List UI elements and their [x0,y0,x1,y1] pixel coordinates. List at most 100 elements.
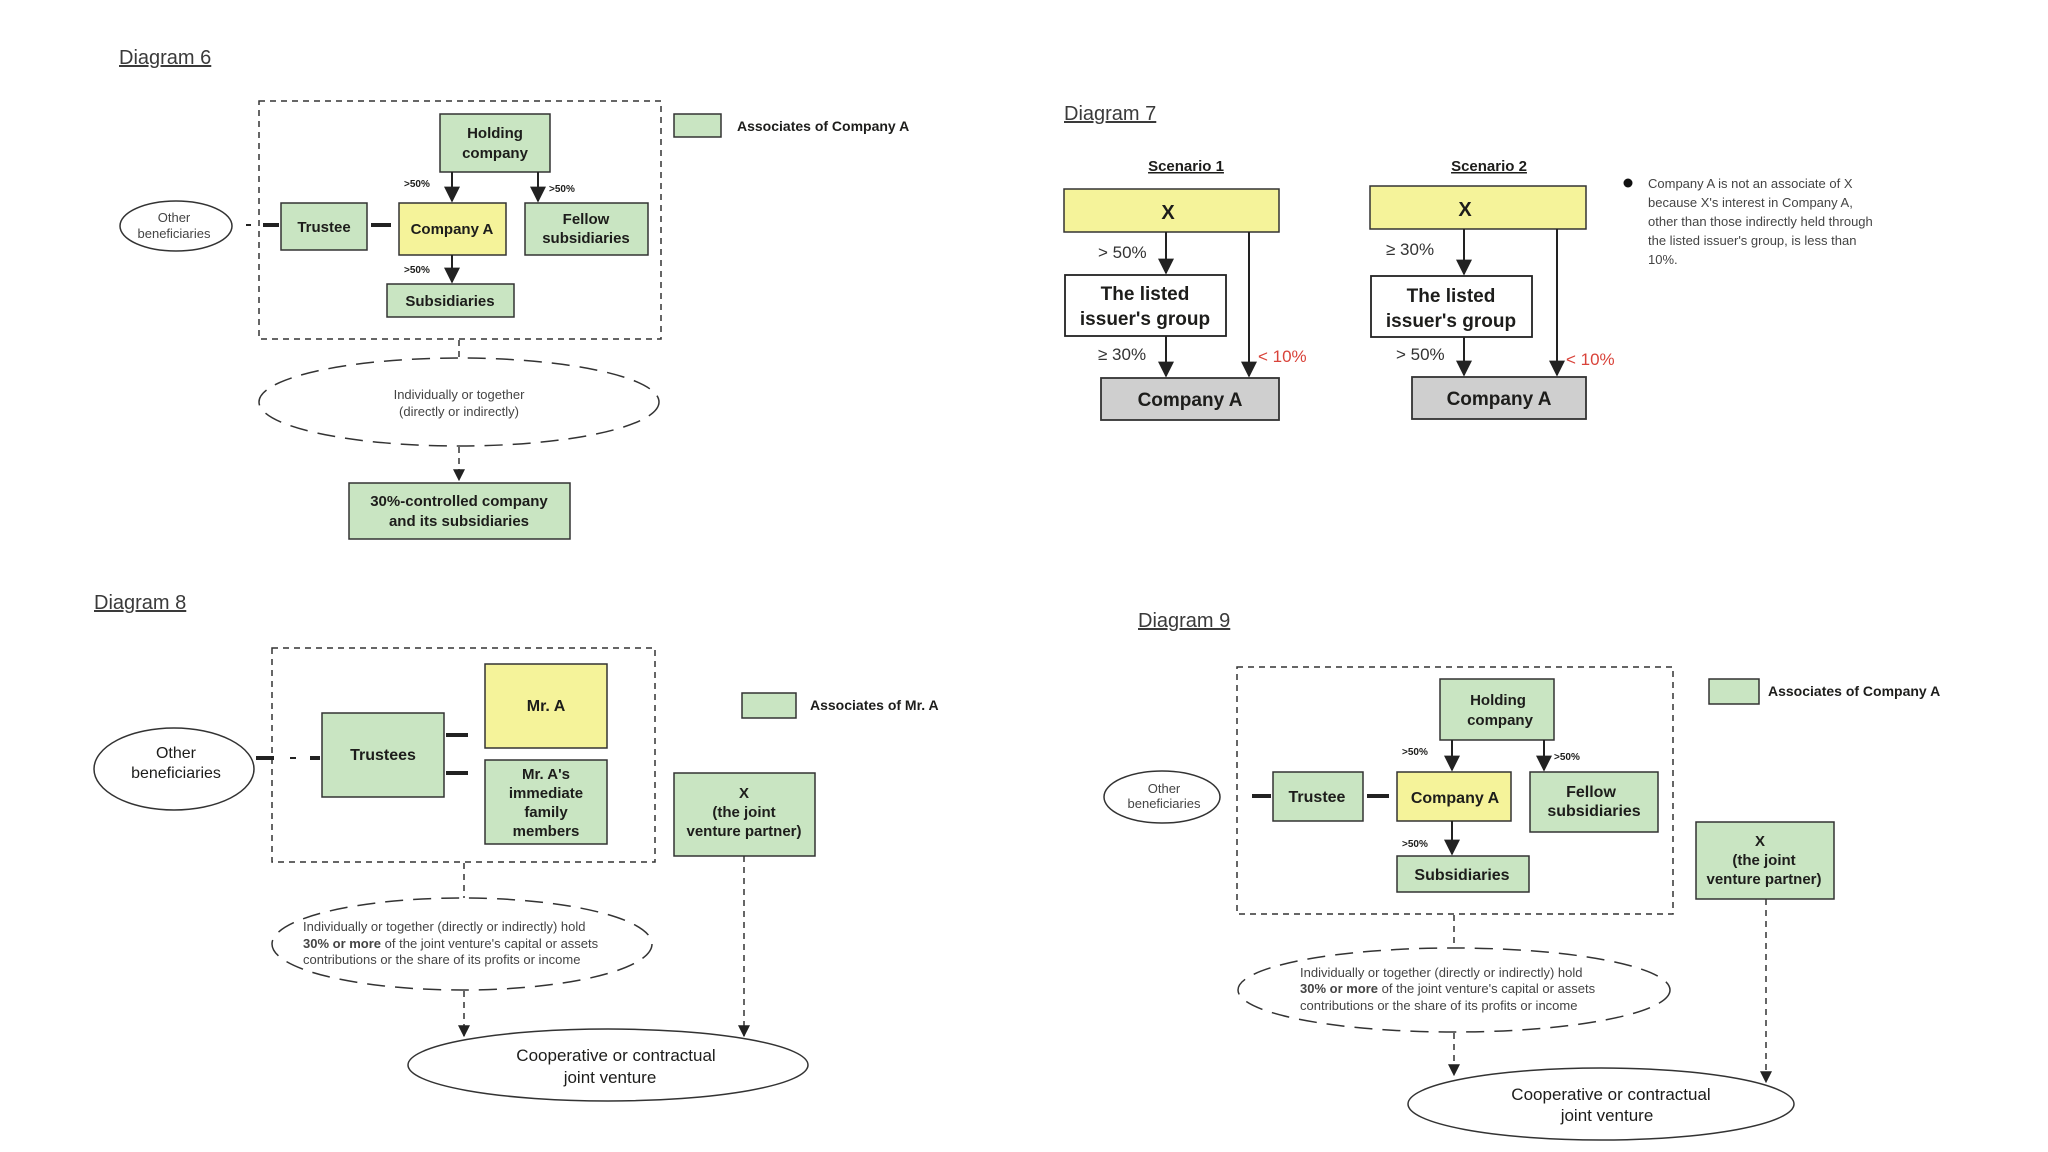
legend-swatch [741,692,797,719]
scenario-2-label: Scenario 2 [1451,158,1527,175]
controlled-label-2: and its subsidiaries [389,513,529,530]
holding-ellipse-rest: of the joint venture's capital or assets [1378,981,1596,996]
other-beneficiaries-label-1: Other [158,210,191,225]
diagram-8-title: Diagram 8 [94,592,186,614]
fellow-subsidiaries-label-2: subsidiaries [542,230,630,247]
scenario-2-group-label-1: The listed [1407,286,1496,307]
fellow-subsidiaries-box [1529,771,1659,833]
note-line-1: Company A is not an associate of X [1648,176,1853,191]
other-beneficiaries-ellipse [93,727,255,811]
family-label-2: immediate [509,785,583,802]
jv-ellipse [1407,1067,1795,1141]
holding-ellipse [271,897,653,991]
scenario-2-x-label: X [1458,199,1472,221]
x-partner-label-1: X [739,785,749,802]
other-beneficiaries-label-1: Other [156,745,197,762]
scenario-1-company-label: Company A [1138,390,1243,411]
x-partner-box [1695,821,1835,900]
note-line-4: the listed issuer's group, is less than [1648,233,1856,248]
fellow-subsidiaries-label-1: Fellow [1566,784,1616,801]
scenario-2-x-box [1369,185,1587,230]
pct-a-to-subs: >50% [404,265,430,276]
scenario-2-pct-bottom: > 50% [1396,345,1445,364]
legend-label: Associates of Mr. A [810,697,939,713]
diagram-7-title: Diagram 7 [1064,103,1156,125]
x-partner-label-2: (the joint [1732,852,1795,869]
scenario-1-pct-direct: < 10% [1258,347,1307,366]
holding-ellipse-line-1: Individually or together (directly or in… [1300,965,1583,980]
subsidiaries-box [386,283,515,318]
company-a-label: Company A [411,221,494,238]
mr-a-label: Mr. A [527,698,566,715]
legend-swatch [1708,678,1760,705]
pct-hc-to-fellow: >50% [1554,752,1580,763]
scenario-1-x-box [1063,188,1280,233]
family-label-1: Mr. A's [522,766,570,783]
holding-ellipse-line-1: Individually or together (directly or in… [303,919,586,934]
jv-label-2: joint venture [563,1068,657,1087]
scenario-2: Scenario 2 X The listed issuer's group C… [1369,158,1615,420]
individually-together-ellipse [258,357,660,447]
fellow-subsidiaries-label-2: subsidiaries [1547,803,1640,820]
subsidiaries-box [1396,855,1530,893]
other-beneficiaries-label-2: beneficiaries [138,226,211,241]
family-box [484,759,608,845]
trustee-label: Trustee [297,219,350,236]
family-label-3: family [524,804,568,821]
note-bullet [1623,178,1633,188]
holding-ellipse-bold: 30% or more [303,936,381,951]
scenario-2-group-box [1370,275,1533,338]
holding-company-label-1: Holding [467,125,523,142]
jv-label-1: Cooperative or contractual [1511,1085,1710,1104]
scenario-1-group-label-2: issuer's group [1080,309,1210,330]
trustees-label: Trustees [350,747,416,764]
note-line-3: other than those indirectly held through [1648,214,1873,229]
x-partner-box [673,772,816,857]
other-beneficiaries-ellipse [119,200,233,252]
other-beneficiaries-label-2: beneficiaries [131,765,221,782]
legend-label: Associates of Company A [737,118,909,134]
ellipse-text-2: (directly or indirectly) [399,404,519,419]
scenario-1-pct-bottom: ≥ 30% [1098,345,1146,364]
controlled-company-box [348,482,571,540]
family-label-4: members [513,823,580,840]
ellipse-text-1: Individually or together [394,387,525,402]
legend-label: Associates of Company A [1768,683,1940,699]
scenario-1-x-label: X [1161,202,1175,224]
other-beneficiaries-label-1: Other [1148,781,1181,796]
note-line-2: because X's interest in Company A, [1648,195,1853,210]
scenario-1-group-label-1: The listed [1101,284,1190,305]
holding-company-label-1: Holding [1470,692,1526,709]
diagram-9-title: Diagram 9 [1138,610,1230,632]
holding-company-label-2: company [462,145,529,162]
subsidiaries-label: Subsidiaries [405,293,494,310]
diagram-8: Diagram 8 Other beneficiaries Trustees M… [93,592,939,1102]
scenario-1-group-box [1064,274,1227,337]
holding-ellipse-line-2: 30% or more of the joint venture's capit… [303,936,599,951]
x-partner-label-2: (the joint [712,804,775,821]
scenario-2-company-box [1411,376,1587,420]
associates-boundary [271,647,656,863]
pct-hc-to-fellow: >50% [549,184,575,195]
trustees-box [321,712,445,798]
diagram-6: Diagram 6 Holding company Trustee Compan… [119,47,909,540]
scenario-1-label: Scenario 1 [1148,158,1224,175]
diagram-6-title: Diagram 6 [119,47,211,69]
subsidiaries-label: Subsidiaries [1414,867,1509,884]
scenario-2-pct-direct: < 10% [1566,350,1615,369]
mr-a-box [484,663,608,749]
holding-ellipse-bold: 30% or more [1300,981,1378,996]
company-a-box [398,202,507,256]
diagram-7: Diagram 7 Scenario 1 X The listed issuer… [1063,103,1873,421]
scenario-1-pct-top: > 50% [1098,243,1147,262]
holding-company-box [1439,678,1555,741]
other-beneficiaries-label-2: beneficiaries [1128,796,1201,811]
controlled-label-1: 30%-controlled company [370,493,548,510]
diagram-9: Diagram 9 Holding company Trustee Compan… [1103,610,1940,1141]
trustee-box [1272,771,1364,822]
holding-company-label-2: company [1467,712,1534,729]
trustee-label: Trustee [1289,789,1346,806]
jv-ellipse [407,1028,809,1102]
scenario-2-group-label-2: issuer's group [1386,311,1516,332]
holding-ellipse-rest: of the joint venture's capital or assets [381,936,599,951]
